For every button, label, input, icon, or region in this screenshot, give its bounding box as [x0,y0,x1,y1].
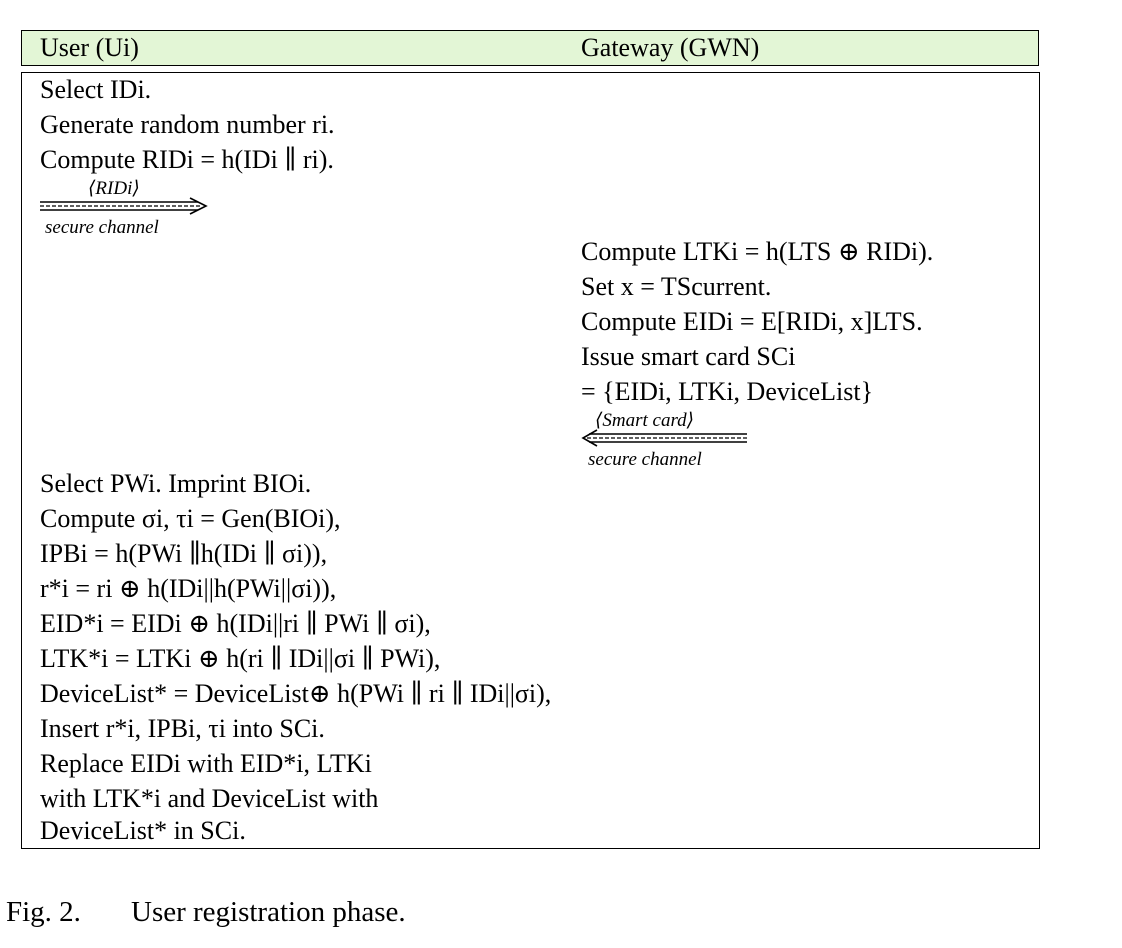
arrow-channel-label: secure channel [45,217,159,238]
arrow-message-label: ⟨RIDi⟩ [88,178,140,199]
arrow-channel-label: secure channel [588,449,702,470]
header-user-label: User (Ui) [40,33,139,62]
message-arrow-to-user: ⟨Smart card⟩ secure channel [581,409,753,473]
user-step: with LTK*i and DeviceList with [40,784,379,813]
user-step: Replace EIDi with EID*i, LTKi [40,749,372,778]
header-gateway-label: Gateway (GWN) [581,33,760,62]
gateway-step: Issue smart card SCi [581,342,796,371]
gateway-step: Set x = TScurrent. [581,272,772,301]
user-step: Select IDi. [40,75,152,104]
user-step: Select PWi. Imprint BIOi. [40,469,312,498]
double-right-arrow-icon [40,197,208,215]
user-step: EID*i = EIDi ⊕ h(IDi||ri ∥ PWi ∥ σi), [40,609,431,638]
user-step: Compute RIDi = h(IDi ∥ ri). [40,145,334,174]
user-step: r*i = ri ⊕ h(IDi||h(PWi||σi)), [40,574,337,603]
user-step: Insert r*i, IPBi, τi into SCi. [40,714,325,743]
message-arrow-to-gateway: ⟨RIDi⟩ secure channel [40,177,212,241]
user-step: IPBi = h(PWi ∥h(IDi ∥ σi)), [40,539,328,568]
user-step: DeviceList* = DeviceList⊕ h(PWi ∥ ri ∥ I… [40,679,552,708]
gateway-step: Compute LTKi = h(LTS ⊕ RIDi). [581,237,934,266]
user-step: Compute σi, τi = Gen(BIOi), [40,504,341,533]
figure-caption: Fig. 2. User registration phase. [6,894,406,930]
double-left-arrow-icon [581,429,747,447]
user-step: Generate random number ri. [40,110,335,139]
figure-caption-text: User registration phase. [131,896,406,928]
user-step: DeviceList* in SCi. [40,816,246,845]
gateway-step: = {EIDi, LTKi, DeviceList} [581,377,874,406]
arrow-message-label: ⟨Smart card⟩ [595,410,695,431]
protocol-body: Select IDi. Generate random number ri. C… [21,72,1040,849]
user-step: LTK*i = LTKi ⊕ h(ri ∥ IDi||σi ∥ PWi), [40,644,441,673]
gateway-step: Compute EIDi = E[RIDi, x]LTS. [581,307,923,336]
protocol-header: User (Ui) Gateway (GWN) [21,30,1039,66]
figure-number: Fig. 2. [6,896,81,928]
